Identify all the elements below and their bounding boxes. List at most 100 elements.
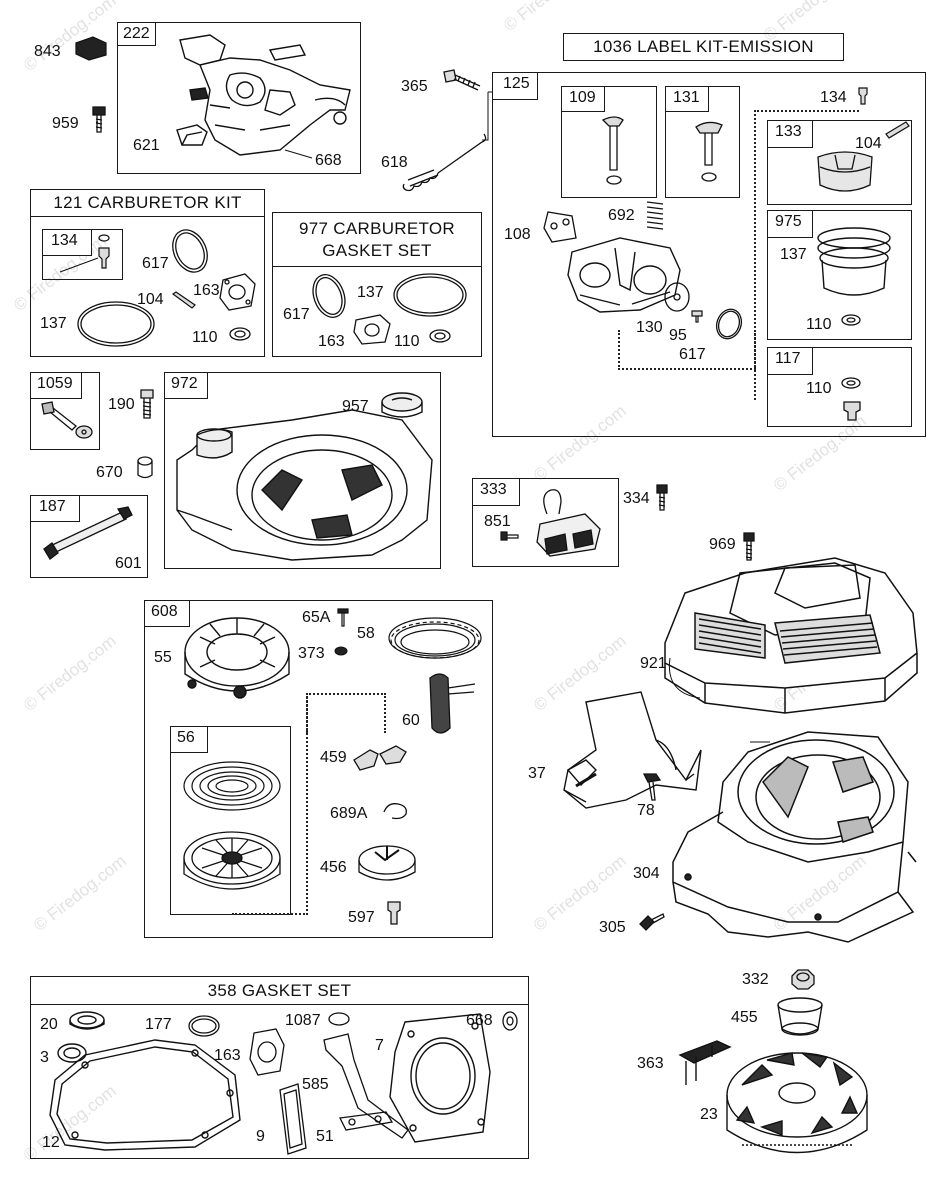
label-60: 60 xyxy=(402,712,420,729)
bushing-670 xyxy=(134,455,156,481)
label-108: 108 xyxy=(504,226,531,243)
cup-455 xyxy=(770,995,830,1045)
washer-668 xyxy=(500,1010,520,1032)
label-137-r: 137 xyxy=(780,246,807,263)
box-187 xyxy=(30,495,148,578)
box-133 xyxy=(767,120,912,205)
label-51: 51 xyxy=(316,1128,334,1145)
pin-597 xyxy=(384,898,404,928)
label-190: 190 xyxy=(108,396,135,413)
dotted-leader xyxy=(754,110,859,400)
label-332: 332 xyxy=(742,971,769,988)
label-kit-title-box xyxy=(563,33,844,61)
bolt-365 xyxy=(440,66,485,96)
pin-104-a xyxy=(170,290,198,314)
seal-20 xyxy=(66,1008,108,1036)
tag-117: 117 xyxy=(767,347,813,375)
label-55: 55 xyxy=(154,649,172,666)
rope-58 xyxy=(385,610,487,670)
label-456: 456 xyxy=(320,859,347,876)
carb-kit-title: 121 CARBURETOR KIT xyxy=(53,193,242,212)
label-304: 304 xyxy=(633,865,660,882)
tag-975: 975 xyxy=(767,210,813,238)
float-133 xyxy=(810,145,880,200)
nut-332 xyxy=(788,966,818,992)
label-95: 95 xyxy=(669,327,687,344)
fuel-cap-957 xyxy=(378,390,426,424)
pulley-56 xyxy=(180,826,285,906)
tag-131: 131 xyxy=(665,86,709,112)
carburetor-assembly xyxy=(170,30,360,165)
label-617-r: 617 xyxy=(679,346,706,363)
retainer-689a xyxy=(378,800,412,822)
plug-134-kit xyxy=(94,232,114,272)
label-621: 621 xyxy=(133,137,160,154)
gasket-137-b xyxy=(390,270,470,320)
label-58: 58 xyxy=(357,625,375,642)
plug-134 xyxy=(856,84,870,108)
box-121 xyxy=(30,189,265,357)
gasket-163-c xyxy=(246,1025,288,1080)
screw-851 xyxy=(498,528,520,544)
label-843: 843 xyxy=(34,43,61,60)
label-78: 78 xyxy=(637,802,655,819)
screw-959 xyxy=(90,104,108,136)
cup-456 xyxy=(355,838,420,893)
label-957: 957 xyxy=(342,398,369,415)
label-459: 459 xyxy=(320,749,347,766)
box-977 xyxy=(272,212,482,357)
dog-459 xyxy=(350,740,410,774)
label-104-a: 104 xyxy=(137,291,164,308)
shaft-187 xyxy=(38,505,138,565)
washer-117 xyxy=(840,375,862,391)
dotted-leader xyxy=(618,330,756,370)
shroud-304 xyxy=(668,722,918,944)
box-222 xyxy=(117,22,361,174)
label-601: 601 xyxy=(115,555,142,572)
label-617-a: 617 xyxy=(142,255,169,272)
spring-692 xyxy=(643,198,667,238)
carb-gasket-title-2: GASKET SET xyxy=(322,241,432,260)
gasket-163-a xyxy=(215,270,260,315)
label-334: 334 xyxy=(623,490,650,507)
screw-305 xyxy=(636,910,666,936)
label-585: 585 xyxy=(302,1076,329,1093)
tag-125: 125 xyxy=(492,72,538,100)
box-109 xyxy=(561,86,657,198)
label-137-a: 137 xyxy=(40,315,67,332)
tag-134: 134 xyxy=(42,229,92,256)
label-137-b: 137 xyxy=(357,284,384,301)
box-117 xyxy=(767,347,912,427)
label-969: 969 xyxy=(709,536,736,553)
screw-65a xyxy=(336,606,350,630)
label-617-b: 617 xyxy=(283,306,310,323)
label-373: 373 xyxy=(298,645,325,662)
gasket-108 xyxy=(540,208,580,246)
label-670: 670 xyxy=(96,464,123,481)
label-37: 37 xyxy=(528,765,546,782)
bowl-nut-117 xyxy=(840,398,864,424)
label-104-top: 104 xyxy=(855,135,882,152)
box-56 xyxy=(170,726,291,915)
header-rule xyxy=(30,216,265,217)
header-rule xyxy=(30,1004,529,1005)
box-125 xyxy=(492,72,926,437)
oring-177 xyxy=(186,1012,222,1040)
label-163-a: 163 xyxy=(193,282,220,299)
screw-969 xyxy=(741,530,757,564)
label-597: 597 xyxy=(348,909,375,926)
nut-373 xyxy=(333,644,349,658)
washer-110-b xyxy=(428,327,452,345)
screw-131 xyxy=(690,115,730,190)
gasket-137-a xyxy=(75,298,157,350)
oring-617-b xyxy=(305,270,353,322)
label-455: 455 xyxy=(731,1009,758,1026)
gasket-set-title: 358 GASKET SET xyxy=(207,981,352,1000)
label-110-s: 110 xyxy=(806,380,832,397)
armature-333 xyxy=(525,484,610,562)
box-608 xyxy=(144,600,493,938)
box-358 xyxy=(30,976,529,1159)
dotted-leader xyxy=(232,693,308,915)
washer-110-a xyxy=(228,325,252,343)
